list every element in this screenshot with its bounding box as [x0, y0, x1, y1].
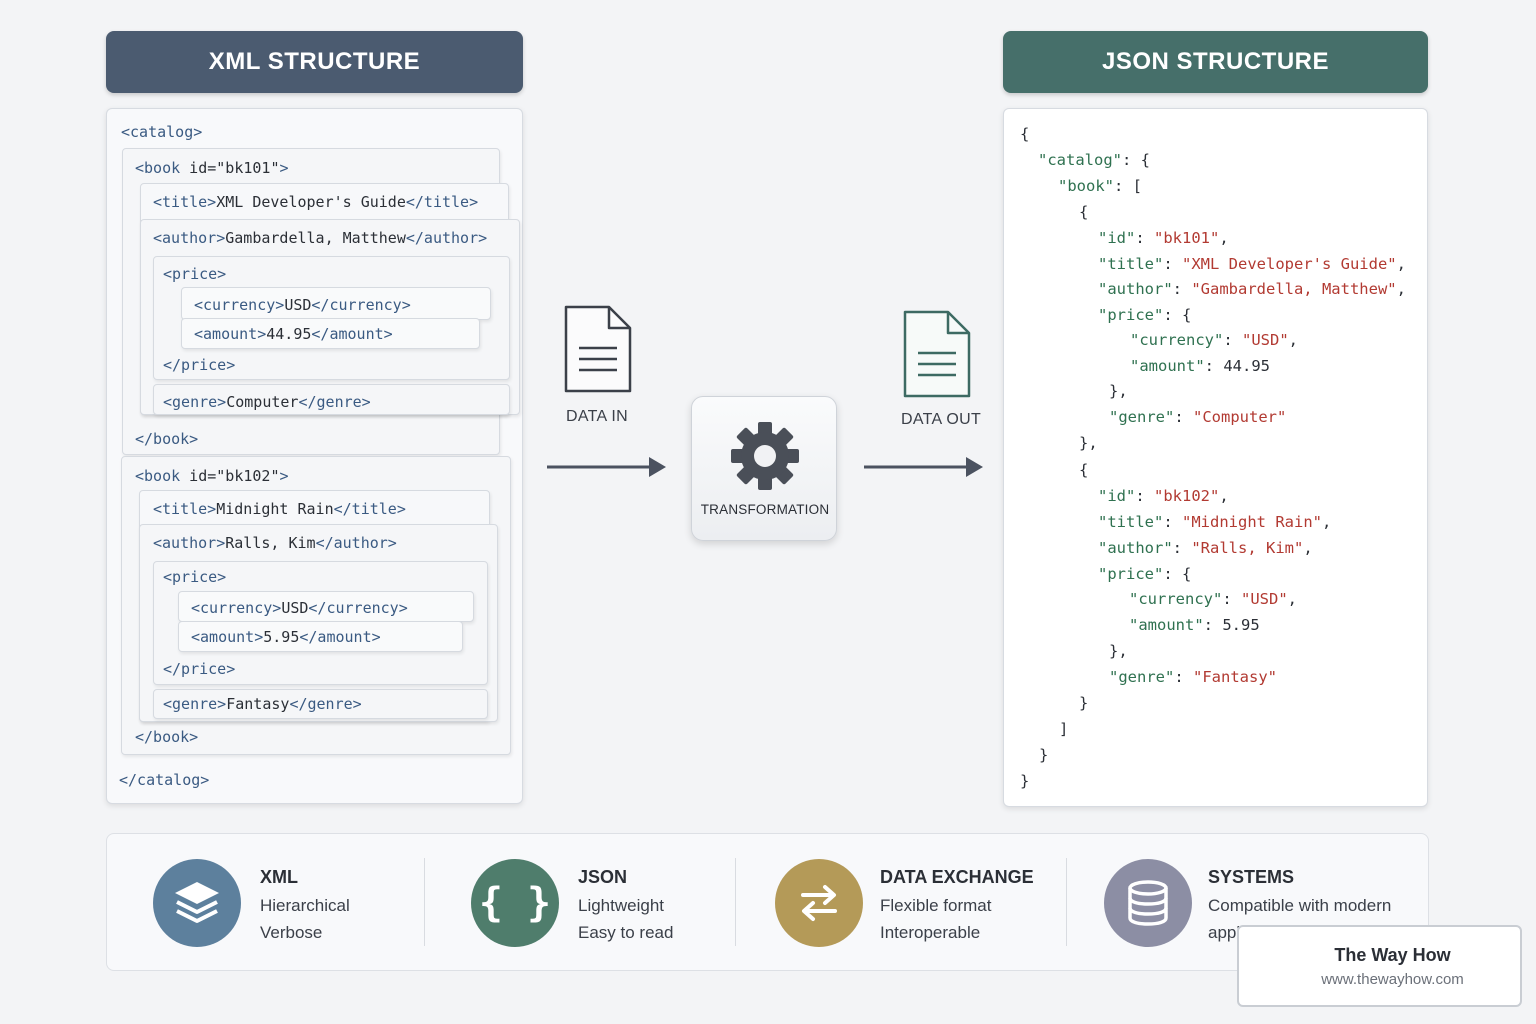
- xml-amount2-box: [178, 621, 463, 652]
- xml-catalog-open: <catalog>: [121, 123, 203, 141]
- json-amount1-line: "amount": 44.95: [1130, 357, 1270, 375]
- xml-catalog-close: </catalog>: [119, 771, 210, 789]
- json-obj1-close: },: [1079, 434, 1098, 452]
- xml-feature-line1: Hierarchical: [260, 896, 350, 915]
- xml-currency2-box: [178, 591, 474, 622]
- feature-divider: [424, 858, 425, 946]
- transformation-box: TRANSFORMATION: [691, 396, 837, 541]
- data-out-document-icon: [903, 310, 971, 398]
- xml-currency1: <currency>USD</currency>: [194, 296, 411, 314]
- json-open-brace: {: [1020, 125, 1030, 143]
- json-catalog-line: "catalog": {: [1038, 151, 1150, 169]
- feature-strip: [106, 833, 1429, 971]
- database-icon: [1128, 880, 1168, 926]
- json-catalog-close: }: [1039, 746, 1049, 764]
- json-price2-close: },: [1109, 642, 1128, 660]
- json-genre1-line: "genre": "Computer": [1109, 408, 1287, 426]
- arrow-right-icon: [864, 457, 983, 477]
- json-code-panel: { "catalog": { "book": [ { "id": "bk101"…: [1003, 108, 1428, 807]
- xml-feature-line2: Verbose: [260, 923, 323, 942]
- json-id2-line: "id": "bk102",: [1098, 487, 1229, 505]
- json-price2-line: "price": {: [1098, 565, 1192, 583]
- json-feature-line1: Lightweight: [578, 896, 665, 915]
- json-array-close: ]: [1059, 720, 1069, 738]
- swap-arrows-icon: [801, 885, 837, 921]
- xml-feature-badge: [153, 859, 241, 947]
- xml-amount1: <amount>44.95</amount>: [194, 325, 393, 343]
- json-feature-badge: { }: [471, 859, 559, 947]
- watermark-url: www.thewayhow.com: [1321, 971, 1464, 988]
- xml-currency2: <currency>USD</currency>: [191, 599, 408, 617]
- feature-divider: [735, 858, 736, 946]
- data-exchange-feature-line1: Flexible format: [880, 896, 992, 915]
- xml-book1-close: </book>: [135, 430, 199, 448]
- data-exchange-feature-title: DATA EXCHANGE: [880, 867, 1034, 887]
- json-price1-line: "price": {: [1098, 306, 1192, 324]
- json-book-line: "book": [: [1058, 177, 1142, 195]
- xml-code-panel: <catalog> <book id="bk101"> <title>XML D…: [106, 108, 523, 804]
- systems-feature-line1: Compatible with modern: [1208, 896, 1392, 915]
- json-title2-line: "title": "Midnight Rain",: [1098, 513, 1332, 531]
- xml-genre2-box: [153, 689, 488, 719]
- xml-price1-close: </price>: [163, 356, 236, 374]
- xml-feature-title: XML: [260, 867, 298, 887]
- data-in-document-icon: [564, 305, 632, 393]
- json-feature-line2: Easy to read: [578, 923, 674, 942]
- xml-book2-close: </book>: [135, 728, 199, 746]
- json-currency2-line: "currency": "USD",: [1129, 590, 1298, 608]
- data-exchange-feature-badge: [775, 859, 863, 947]
- xml-book1-open: <book id="bk101">: [135, 159, 289, 177]
- json-amount2-line: "amount": 5.95: [1129, 616, 1260, 634]
- data-out-label: DATA OUT: [901, 411, 982, 428]
- xml-price2-close: </price>: [163, 660, 236, 678]
- json-price1-close: },: [1109, 382, 1128, 400]
- gear-icon: [731, 422, 799, 490]
- xml-title2: <title>Midnight Rain</title>: [153, 500, 406, 518]
- xml-amount2: <amount>5.95</amount>: [191, 628, 381, 646]
- arrow-right-icon: [547, 457, 666, 477]
- xml-genre2: <genre>Fantasy</genre>: [163, 695, 362, 713]
- json-id1-line: "id": "bk101",: [1098, 229, 1229, 247]
- xml-structure-header: XML STRUCTURE: [106, 31, 523, 93]
- transformation-label: TRANSFORMATION: [700, 502, 830, 517]
- xml-price2-open: <price>: [163, 568, 227, 586]
- xml-structure-title: XML STRUCTURE: [208, 48, 421, 75]
- json-obj1-open: {: [1079, 203, 1089, 221]
- json-genre2-line: "genre": "Fantasy": [1109, 668, 1277, 686]
- json-author1-line: "author": "Gambardella, Matthew",: [1098, 280, 1406, 298]
- layers-icon: [175, 882, 219, 923]
- json-obj2-close: }: [1079, 694, 1089, 712]
- data-in-label: DATA IN: [566, 408, 628, 425]
- watermark-title: The Way How: [1334, 945, 1451, 965]
- braces-icon: { }: [478, 880, 552, 926]
- json-author2-line: "author": "Ralls, Kim",: [1098, 539, 1313, 557]
- json-feature-title: JSON: [578, 867, 628, 887]
- json-structure-title: JSON STRUCTURE: [1101, 48, 1330, 75]
- systems-feature-line2: appl: [1208, 923, 1241, 942]
- xml-author1: <author>Gambardella, Matthew</author>: [153, 229, 488, 247]
- xml-genre1-box: [153, 384, 510, 415]
- data-exchange-feature-line2: Interoperable: [880, 923, 981, 942]
- systems-feature-title: SYSTEMS: [1208, 867, 1295, 887]
- xml-title1: <title>XML Developer's Guide</title>: [153, 193, 479, 211]
- watermark-box: The Way How www.thewayhow.com: [1237, 925, 1522, 1007]
- xml-author2: <author>Ralls, Kim</author>: [153, 534, 397, 552]
- json-structure-header: JSON STRUCTURE: [1003, 31, 1428, 93]
- xml-amount1-box: [181, 318, 480, 349]
- json-title1-line: "title": "XML Developer's Guide",: [1098, 255, 1406, 273]
- json-obj2-open: {: [1079, 461, 1089, 479]
- json-close-brace: }: [1020, 772, 1030, 790]
- systems-feature-badge: [1104, 859, 1192, 947]
- xml-genre1: <genre>Computer</genre>: [163, 393, 371, 411]
- feature-divider: [1066, 858, 1067, 946]
- xml-price1-open: <price>: [163, 265, 227, 283]
- json-currency1-line: "currency": "USD",: [1130, 331, 1299, 349]
- xml-book2-open: <book id="bk102">: [135, 467, 289, 485]
